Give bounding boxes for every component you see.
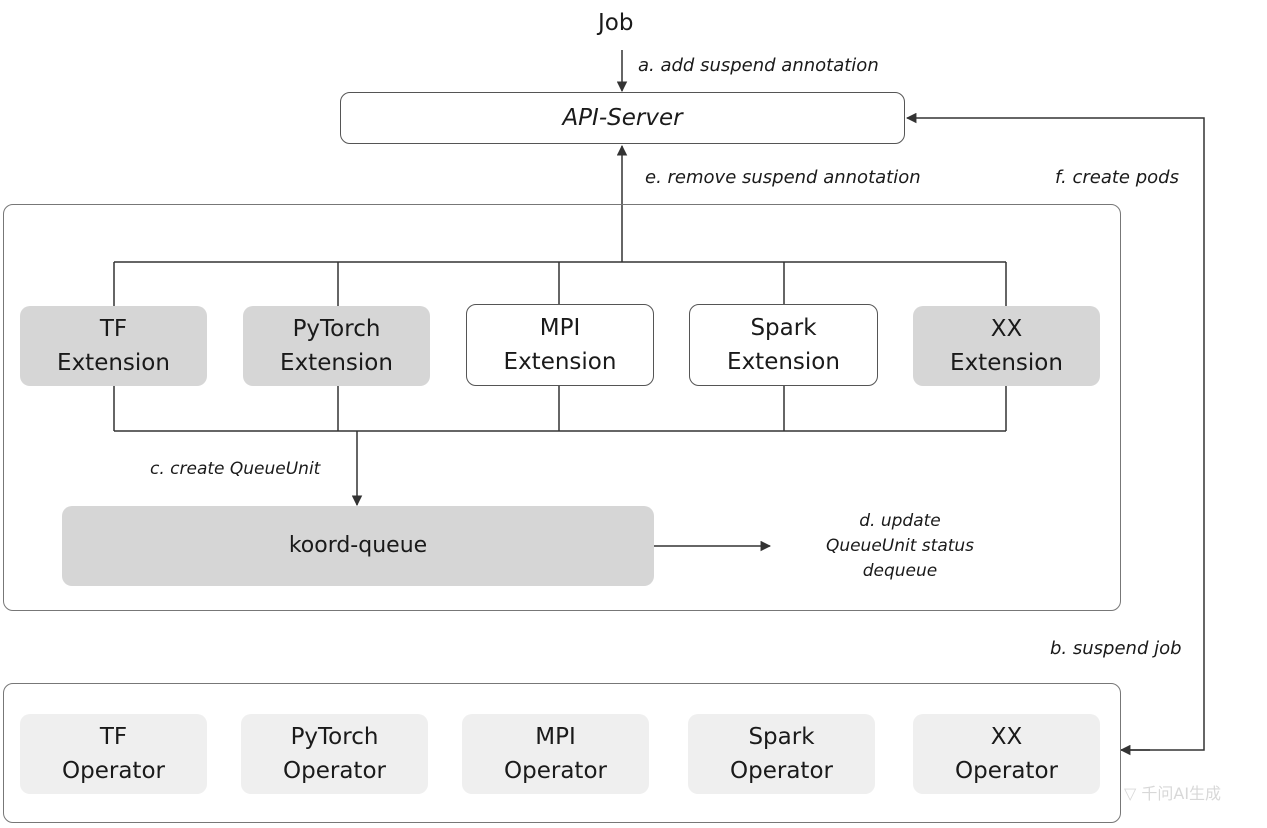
operator-name: XX	[990, 724, 1023, 750]
step-a-label: a. add suspend annotation	[638, 55, 879, 76]
extension-suffix: Extension	[57, 350, 170, 376]
operator-suffix: Operator	[62, 758, 165, 784]
watermark: ▽ 千问AI生成	[1124, 780, 1221, 804]
operator-container	[3, 683, 1121, 823]
extension-name: PyTorch	[292, 316, 381, 342]
operator-name: TF	[99, 724, 128, 750]
tf-operator-box: TF Operator	[20, 714, 207, 794]
operator-suffix: Operator	[955, 758, 1058, 784]
extension-container	[3, 204, 1121, 611]
spark-extension-box: Spark Extension	[689, 304, 878, 386]
extension-suffix: Extension	[727, 349, 840, 375]
operator-name: Spark	[748, 724, 815, 750]
loop-create-pods-suspend-job	[905, 112, 1205, 751]
extension-name: XX	[990, 316, 1023, 342]
mpi-operator-box: MPI Operator	[462, 714, 649, 794]
extension-suffix: Extension	[280, 350, 393, 376]
xx-operator-box: XX Operator	[913, 714, 1100, 794]
koord-queue-label: koord-queue	[288, 533, 428, 558]
operator-suffix: Operator	[730, 758, 833, 784]
step-d-line: dequeue	[862, 561, 938, 581]
spark-operator-box: Spark Operator	[688, 714, 875, 794]
job-label: Job	[598, 10, 634, 36]
pytorch-operator-box: PyTorch Operator	[241, 714, 428, 794]
pytorch-extension-box: PyTorch Extension	[243, 306, 430, 386]
step-b-label: b. suspend job	[1050, 638, 1182, 659]
step-f-label: f. create pods	[1055, 167, 1179, 188]
step-c-label: c. create QueueUnit	[150, 459, 321, 479]
step-d-line: d. update	[859, 511, 941, 531]
tf-extension-box: TF Extension	[20, 306, 207, 386]
operator-name: MPI	[535, 724, 576, 750]
operator-suffix: Operator	[504, 758, 607, 784]
extension-suffix: Extension	[503, 349, 617, 375]
extension-name: Spark	[750, 315, 817, 341]
watermark-text: 千问AI生成	[1141, 784, 1222, 803]
api-server-label: API-Server	[562, 105, 683, 131]
extension-name: TF	[99, 316, 128, 342]
step-d-line: QueueUnit status	[825, 536, 975, 556]
xx-extension-box: XX Extension	[913, 306, 1100, 386]
watermark-icon: ▽	[1124, 784, 1142, 803]
mpi-extension-box: MPI Extension	[466, 304, 654, 386]
operator-name: PyTorch	[290, 724, 379, 750]
api-server-box: API-Server	[340, 92, 905, 144]
extension-suffix: Extension	[950, 350, 1063, 376]
operator-suffix: Operator	[283, 758, 386, 784]
step-e-label: e. remove suspend annotation	[645, 167, 921, 188]
step-d-label: d. update QueueUnit status dequeue	[790, 509, 1010, 584]
extension-name: MPI	[539, 315, 581, 341]
koord-queue-box: koord-queue	[62, 506, 654, 586]
